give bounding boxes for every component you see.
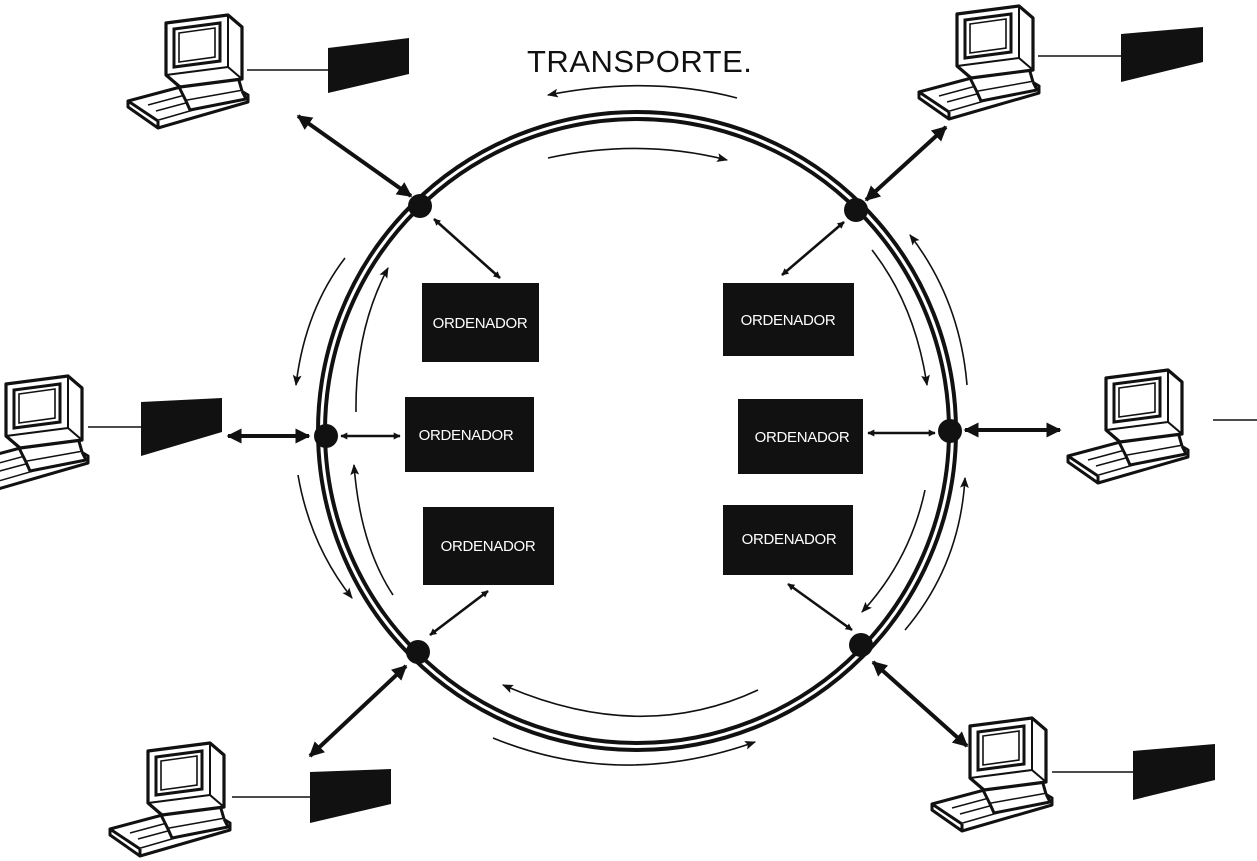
flow-arrow-right-lower-inner xyxy=(861,489,926,613)
link-terminal-top-right xyxy=(864,125,948,202)
ordenador-label-bottom-left: ORDENADOR xyxy=(441,538,536,555)
ordenador-box-bottom-right: ORDENADOR xyxy=(723,505,853,575)
peripheral-block-icon xyxy=(1133,744,1215,800)
link-terminal-top-left xyxy=(296,114,413,198)
peripheral-block-icon xyxy=(141,398,222,456)
ordenador-box-middle-right: ORDENADOR xyxy=(738,399,863,474)
flow-arrow-title-left xyxy=(546,84,738,99)
link-terminal-bottom-right xyxy=(871,660,969,748)
ordenador-label-top-right: ORDENADOR xyxy=(741,312,836,329)
link-ordenador-bottom-left xyxy=(429,589,489,637)
link-ordenador-top-right xyxy=(781,221,845,276)
diagram-title: TRANSPORTE. xyxy=(527,44,752,79)
flow-arrow-bottom-inner xyxy=(501,684,759,718)
computer-terminal-icon xyxy=(930,716,1054,833)
peripheral-block-icon xyxy=(1121,27,1203,82)
peripheral-block-icon xyxy=(328,38,409,93)
flow-arrow-right-upper-inner xyxy=(871,249,930,387)
ordenador-box-middle-left: ORDENADOR xyxy=(405,397,534,472)
flow-arrow-top-right xyxy=(547,147,729,162)
computer-terminal-icon xyxy=(108,741,232,858)
ordenador-box-bottom-left: ORDENADOR xyxy=(423,507,554,585)
ordenador-label-top-left: ORDENADOR xyxy=(433,315,528,332)
flow-arrow-left-upper-outer xyxy=(292,257,346,387)
ordenador-label-middle-left: ORDENADOR xyxy=(419,427,514,444)
ordenador-label-middle-right: ORDENADOR xyxy=(755,429,850,446)
flow-arrow-left-lower-outer xyxy=(297,474,353,599)
ring-node-top-left xyxy=(408,194,432,218)
flow-arrow-left-upper-inner xyxy=(355,267,389,413)
computer-terminal-icon xyxy=(1066,368,1190,485)
ring-node-top-right xyxy=(844,198,868,222)
computer-terminal-icon xyxy=(917,4,1041,121)
link-ordenador-top-left xyxy=(433,218,501,279)
workstation-middle-left xyxy=(0,374,222,491)
ordenador-label-bottom-right: ORDENADOR xyxy=(742,531,837,548)
computer-terminal-icon xyxy=(126,13,250,130)
peripheral-block-icon xyxy=(310,769,391,823)
ring-node-middle-left xyxy=(314,424,338,448)
workstation-top-left xyxy=(126,13,409,130)
flow-arrow-left-lower-inner xyxy=(350,463,394,596)
computer-terminal-icon xyxy=(0,374,90,491)
link-terminal-bottom-left xyxy=(308,664,408,758)
workstation-middle-right xyxy=(1066,368,1257,485)
flow-arrow-right-upper-outer xyxy=(909,234,968,386)
ring-node-bottom-left xyxy=(406,640,430,664)
ring-node-bottom-right xyxy=(849,633,873,657)
flow-arrow-bottom-outer xyxy=(492,737,757,766)
workstation-top-right xyxy=(917,4,1203,121)
ring-node-middle-right xyxy=(938,419,962,443)
workstation-bottom-right xyxy=(930,716,1215,833)
ordenador-box-top-right: ORDENADOR xyxy=(723,283,854,356)
workstation-bottom-left xyxy=(108,741,391,858)
flow-arrow-right-lower-outer xyxy=(904,476,969,631)
ordenador-box-top-left: ORDENADOR xyxy=(422,283,539,362)
link-ordenador-bottom-right xyxy=(787,582,853,632)
